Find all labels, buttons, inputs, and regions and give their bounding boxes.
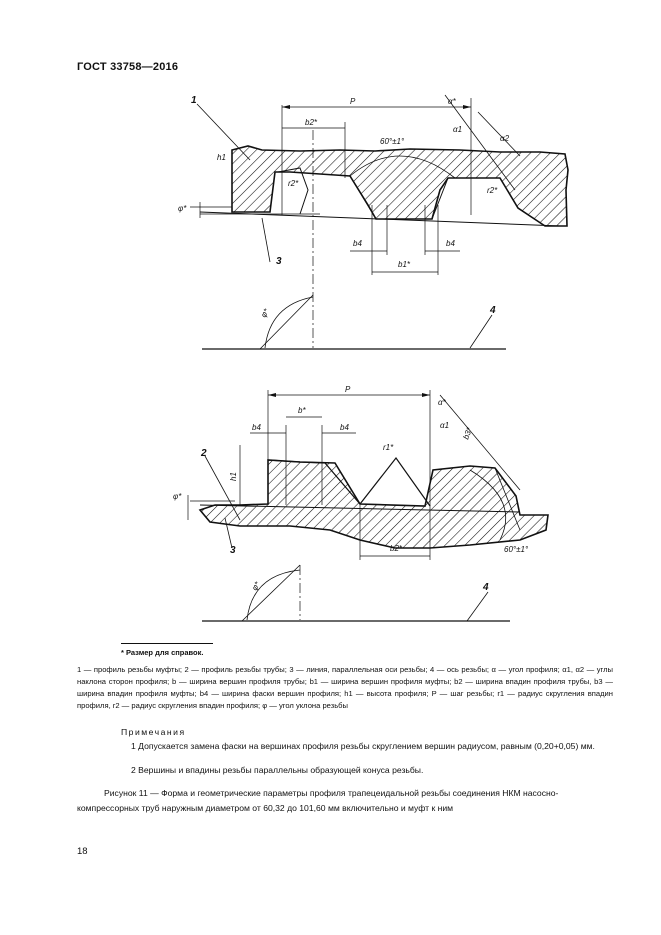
label-b1-top: b1*	[398, 260, 411, 269]
leader-4-bottom	[466, 591, 489, 622]
standard-header: ГОСТ 33758—2016	[77, 61, 179, 73]
label-4-bottom: 4	[482, 582, 489, 593]
label-b-bottom: b*	[298, 406, 306, 415]
label-4-top: 4	[489, 305, 496, 316]
label-r2b-top: r2*	[487, 186, 498, 195]
label-P-bottom: P	[345, 385, 351, 394]
footnote: * Размер для справок.	[121, 648, 204, 657]
label-r1-bottom: r1*	[383, 443, 394, 452]
bottom-figure: P b* α* b4 b4 α1 r1* b3* 2 h1 φ* 3 b2* 6…	[173, 385, 549, 622]
label-alpha-bottom: α*	[438, 398, 447, 407]
label-a2-top: α2	[500, 134, 510, 143]
notes-title: Примечания	[121, 727, 186, 737]
label-a1-bottom: α1	[440, 421, 449, 430]
label-h1-bottom: h1	[229, 472, 238, 481]
angle-arc-60-top	[349, 155, 456, 179]
label-b4b-bottom: b4	[340, 423, 349, 432]
label-phi-star-top: φ*	[178, 204, 187, 213]
label-3-top: 3	[276, 256, 282, 267]
footnote-rule	[121, 643, 213, 644]
figure-caption: Рисунок 11 — Форма и геометрические пара…	[77, 788, 559, 813]
note-2: 2 Вершины и впадины резьбы параллельны о…	[131, 765, 424, 775]
label-phi-angle-top: φ*	[259, 307, 271, 319]
label-3-bottom: 3	[230, 545, 236, 556]
label-60deg-bottom: 60°±1°	[504, 545, 529, 554]
angle-arc-60-bottom	[469, 469, 507, 541]
label-b4b-top: b4	[446, 239, 455, 248]
thread-profile-drawing: 1 P b2* α* 60°±1° α1 α2 h1 r2* r2* φ* b4…	[173, 94, 569, 622]
label-alpha-top: α*	[448, 97, 457, 106]
leader-4-top	[469, 314, 493, 349]
label-b4a-bottom: b4	[252, 423, 261, 432]
label-b2-bottom: b2*	[390, 544, 403, 553]
label-r2a-top: r2*	[288, 179, 299, 188]
note-1: 1 Допускается замена фаски на вершинах п…	[131, 741, 595, 751]
label-2: 2	[200, 448, 207, 459]
leader-3-bottom	[224, 517, 233, 549]
label-h1-top: h1	[217, 153, 226, 162]
label-1: 1	[191, 95, 197, 106]
top-figure: 1 P b2* α* 60°±1° α1 α2 h1 r2* r2* φ* b4…	[178, 94, 569, 350]
pipe-profile	[198, 459, 549, 549]
phi-arc-top	[264, 296, 314, 349]
label-b3-bottom: b3*	[461, 425, 474, 440]
label-phi-angle-bottom: φ*	[250, 580, 262, 592]
label-60deg-top: 60°±1°	[380, 137, 405, 146]
coupling-profile	[231, 145, 569, 227]
phi-arc-bottom	[246, 569, 301, 621]
label-b2-top: b2*	[305, 118, 318, 127]
leader-2	[204, 455, 241, 521]
label-b4a-top: b4	[353, 239, 362, 248]
leader-1	[196, 103, 251, 161]
label-P-top: P	[350, 97, 356, 106]
leader-3-top	[261, 217, 271, 263]
figure-legend: 1 — профиль резьбы муфты; 2 — профиль ре…	[77, 665, 613, 710]
label-phi-star-bottom: φ*	[173, 492, 182, 501]
pipe-tooth-1	[277, 167, 309, 215]
coupling-teeth-bottom	[267, 456, 431, 507]
label-a1-top: α1	[453, 125, 462, 134]
page-number: 18	[77, 846, 88, 857]
